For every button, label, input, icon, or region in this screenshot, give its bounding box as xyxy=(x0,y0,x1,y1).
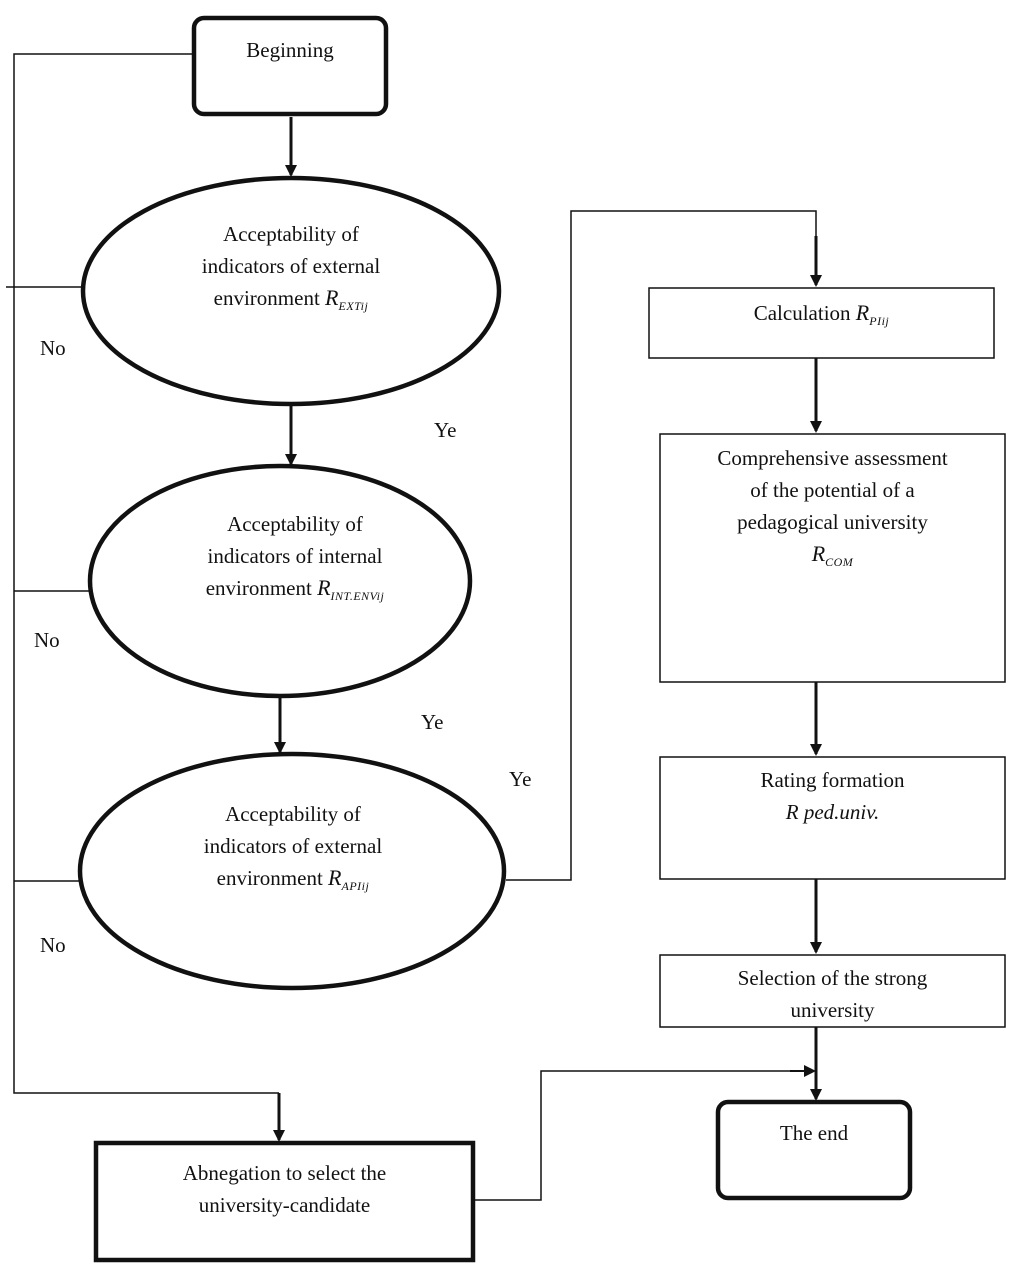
api-subscript: APIij xyxy=(341,879,370,893)
ext-line3-wrap: environment REXTij xyxy=(140,282,442,322)
comprehensive-line2: of the potential of a xyxy=(750,478,915,502)
beginning-label: Beginning xyxy=(194,34,386,66)
api-decision-ellipse xyxy=(77,751,507,991)
api-symbol: R xyxy=(328,865,342,890)
ext-decision-text: Acceptability of indicators of external … xyxy=(140,218,442,322)
comprehensive-line1: Comprehensive assessment xyxy=(717,446,948,470)
abnegation-text: Abnegation to select the university-cand… xyxy=(96,1157,473,1221)
comprehensive-line4: RCOM xyxy=(660,538,1005,578)
comprehensive-line3: pedagogical university xyxy=(737,510,928,534)
int-line3: environment xyxy=(205,576,312,600)
abnegation-to-end-line xyxy=(473,1070,800,1201)
calculation-subscript: PIij xyxy=(869,314,890,328)
beginning-text: Beginning xyxy=(246,38,334,62)
calculation-label: Calculation xyxy=(753,301,851,325)
int-decision-text: Acceptability of indicators of internal … xyxy=(130,508,460,612)
api-line3-wrap: environment RAPIij xyxy=(140,862,446,902)
selection-box xyxy=(659,954,1006,1028)
int-line2: indicators of internal xyxy=(207,544,383,568)
api-line2: indicators of external xyxy=(203,834,383,858)
calculation-symbol: R xyxy=(855,300,870,325)
selection-line2: university xyxy=(790,998,875,1022)
calculation-box xyxy=(648,287,995,359)
int-subscript: INT.ENVij xyxy=(330,589,385,603)
calculation-text: Calculation RPIij xyxy=(649,297,994,337)
no-label-3: No xyxy=(40,933,66,957)
comprehensive-symbol: R xyxy=(811,541,826,566)
selection-text: Selection of the strong university xyxy=(661,962,1004,1022)
int-line3-wrap: environment RINT.ENVij xyxy=(130,572,460,612)
beginning-box xyxy=(191,15,389,117)
comprehensive-subscript: COM xyxy=(825,555,854,569)
selection-line1: Selection of the strong xyxy=(737,966,928,990)
ext-line1: Acceptability of xyxy=(223,222,359,246)
abnegation-line1: Abnegation to select the xyxy=(182,1161,387,1185)
api-line3: environment xyxy=(216,866,323,890)
abnegation-line2: university-candidate xyxy=(198,1193,371,1217)
abnegation-box xyxy=(93,1140,476,1263)
end-text: The end xyxy=(779,1121,849,1145)
api-decision-text: Acceptability of indicators of external … xyxy=(140,798,446,902)
ext-decision-ellipse xyxy=(80,175,502,407)
no-label-1: No xyxy=(40,336,66,360)
comprehensive-box xyxy=(659,433,1006,683)
ext-line3: environment xyxy=(213,286,320,310)
rating-text: Rating formation R ped.univ. xyxy=(660,764,1005,828)
yes-label-2: Ye xyxy=(421,710,444,734)
yes-label-3: Ye xyxy=(509,767,532,791)
int-symbol: R xyxy=(317,575,331,600)
end-box xyxy=(715,1099,913,1201)
no-loop-line xyxy=(13,53,279,1094)
yes-label-1: Ye xyxy=(434,418,457,442)
rating-line1: Rating formation xyxy=(760,768,905,792)
rating-line2: R ped.univ. xyxy=(785,800,880,824)
ext-line2: indicators of external xyxy=(201,254,381,278)
ext-subscript: EXTij xyxy=(338,299,369,313)
yes-path-line xyxy=(506,210,817,881)
int-line1: Acceptability of xyxy=(227,512,363,536)
int-decision-ellipse xyxy=(87,463,473,699)
rating-box xyxy=(659,756,1006,880)
api-line1: Acceptability of xyxy=(225,802,361,826)
comprehensive-text: Comprehensive assessment of the potentia… xyxy=(660,442,1005,578)
end-label: The end xyxy=(718,1117,910,1149)
no-label-2: No xyxy=(34,628,60,652)
ext-symbol: R xyxy=(325,285,339,310)
